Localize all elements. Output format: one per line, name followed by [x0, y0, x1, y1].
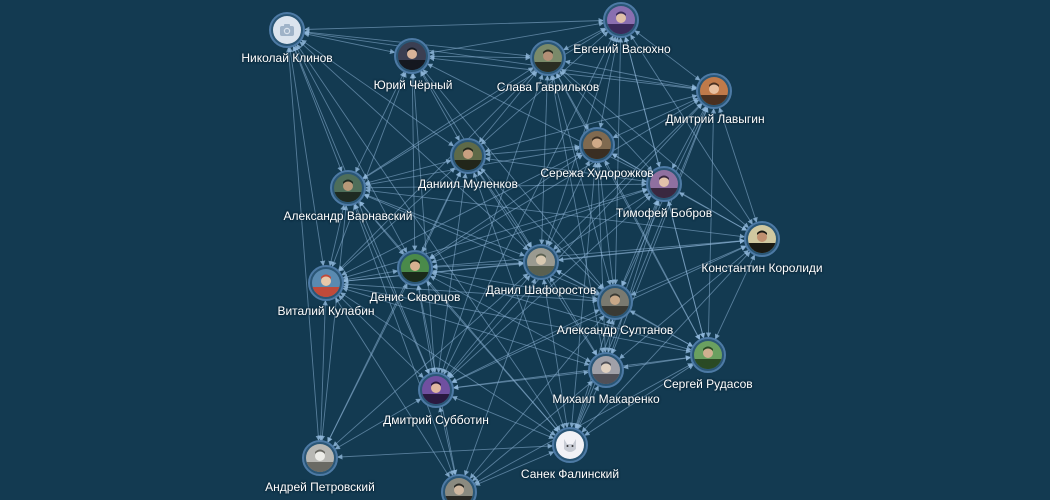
graph-edge — [705, 107, 717, 339]
avatar-partial[interactable] — [445, 478, 473, 500]
graph-edge — [438, 406, 457, 476]
node-label-mulenkov[interactable]: Даниил Муленков — [418, 177, 518, 191]
graph-edge — [364, 181, 648, 191]
node-label-gavrilkov[interactable]: Слава Гаврильков — [496, 80, 600, 94]
graph-edge — [452, 355, 692, 390]
avatar-makarenko[interactable] — [592, 356, 620, 384]
avatar-rudasov[interactable] — [694, 341, 722, 369]
avatar-chorny[interactable] — [398, 42, 426, 70]
node-label-sultanov[interactable]: Александр Султанов — [556, 323, 674, 337]
node-label-petrovsky[interactable]: Андрей Петровский — [265, 480, 375, 494]
avatar-varnavsky[interactable] — [334, 174, 362, 202]
node-label-bobrov[interactable]: Тимофей Бобров — [615, 206, 713, 220]
graph-edge — [678, 191, 748, 232]
avatar-khudorozhkov[interactable] — [583, 131, 611, 159]
graph-edge — [336, 443, 554, 460]
avatar-shaforostov[interactable] — [527, 248, 555, 276]
avatar-subbotin[interactable] — [422, 376, 450, 404]
graph-edge — [451, 396, 555, 439]
avatar-falinsky[interactable] — [556, 431, 584, 459]
graph-edge — [622, 355, 692, 370]
graph-edge — [303, 17, 605, 33]
avatar-bobrov[interactable] — [650, 170, 678, 198]
graph-edge — [629, 310, 694, 347]
avatar-lavygin[interactable] — [700, 77, 728, 105]
graph-edge — [410, 72, 438, 374]
avatar-petrovsky[interactable] — [306, 444, 334, 472]
node-label-falinsky[interactable]: Санек Фалинский — [520, 467, 620, 481]
node-label-kulabin[interactable]: Виталий Кулабин — [277, 304, 375, 318]
graph-edge — [334, 398, 422, 450]
graph-edge — [666, 200, 706, 339]
graph-edge — [286, 46, 321, 442]
graph-edge — [612, 36, 624, 286]
graph-edge — [452, 369, 590, 391]
node-label-lavygin[interactable]: Дмитрий Лавыгин — [665, 112, 765, 126]
node-label-subbotin[interactable]: Дмитрий Субботин — [383, 413, 489, 427]
node-label-chorny[interactable]: Юрий Чёрный — [373, 78, 453, 92]
node-label-varnavsky[interactable]: Александр Варнавский — [283, 209, 413, 223]
node-label-rudasov[interactable]: Сергей Рудасов — [663, 377, 753, 391]
graph-edge — [318, 299, 328, 442]
avatar-korolidi[interactable] — [748, 225, 776, 253]
node-label-khudorozhkov[interactable]: Сережа Худорожков — [540, 166, 654, 180]
node-label-shaforostov[interactable]: Данил Шафоростов — [485, 283, 597, 297]
avatar-skvortsov[interactable] — [401, 254, 429, 282]
node-label-vasyukhno[interactable]: Евгений Васюхно — [573, 42, 671, 56]
graph-edge — [353, 203, 454, 477]
avatar-sultanov[interactable] — [601, 288, 629, 316]
graph-edge — [431, 260, 525, 270]
graph-edge — [319, 204, 349, 442]
graph-edge — [463, 277, 537, 477]
avatar-vasyukhno[interactable] — [607, 6, 635, 34]
node-label-makarenko[interactable]: Михаил Макаренко — [552, 392, 660, 406]
node-label-korolidi[interactable]: Константин Королиди — [701, 261, 823, 275]
avatar-gavrilkov[interactable] — [534, 44, 562, 72]
graph-edge — [409, 72, 418, 252]
node-label-klinov[interactable]: Николай Клинов — [241, 51, 333, 65]
avatar-kulabin[interactable] — [312, 269, 340, 297]
avatar-mulenkov[interactable] — [454, 142, 482, 170]
camera-placeholder-icon[interactable] — [273, 16, 301, 44]
node-label-skvortsov[interactable]: Денис Скворцов — [369, 290, 461, 304]
